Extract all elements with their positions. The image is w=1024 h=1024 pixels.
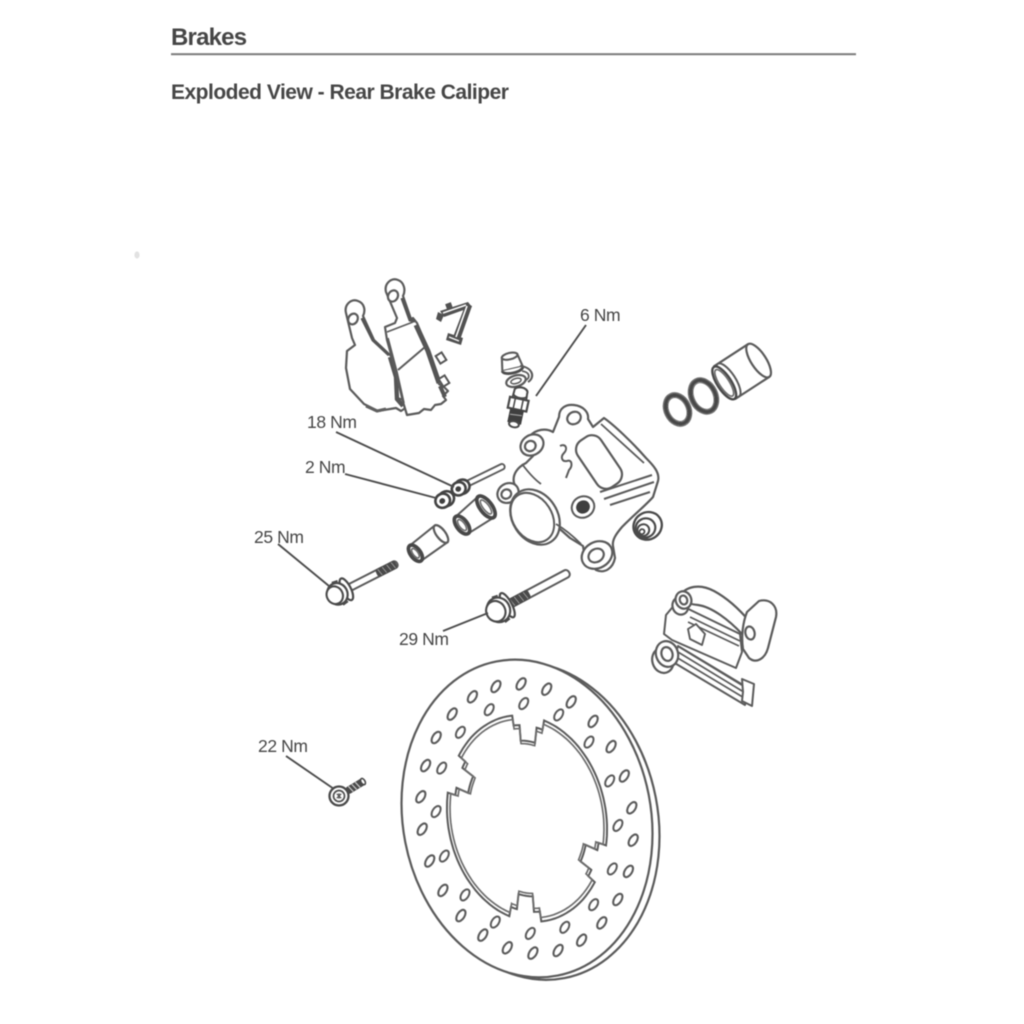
svg-text:25 Nm: 25 Nm [254,527,304,547]
svg-text:22 Nm: 22 Nm [258,736,308,756]
svg-text:18 Nm: 18 Nm [307,412,357,432]
svg-text:Exploded View - Rear Brake Cal: Exploded View - Rear Brake Caliper [171,81,509,104]
svg-text:6 Nm: 6 Nm [580,305,620,325]
svg-text:29 Nm: 29 Nm [399,629,449,649]
svg-text:2 Nm: 2 Nm [305,457,345,477]
svg-text:Brakes: Brakes [171,24,247,51]
